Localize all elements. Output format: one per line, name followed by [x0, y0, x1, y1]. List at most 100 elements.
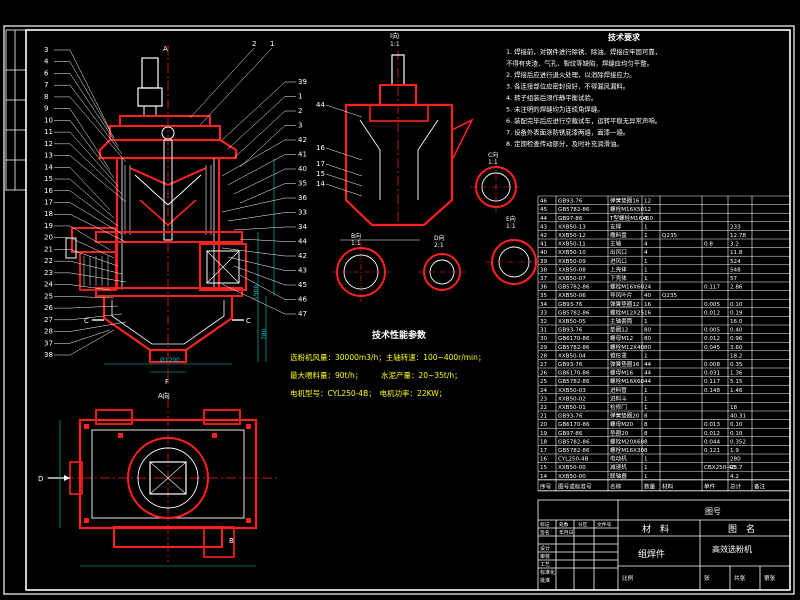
table-cell: 42	[540, 233, 547, 239]
balloon-number: 44	[298, 238, 307, 246]
table-cell: XXB50-05	[558, 319, 586, 325]
table-cell: 0.005	[704, 302, 720, 308]
table-cell: 5.15	[730, 379, 743, 385]
view-d-marker: D	[38, 475, 43, 483]
table-cell: 28	[540, 353, 548, 359]
tech-requirement-line: 7. 设备外表面涂防锈底漆两遍，面漆一遍。	[506, 128, 629, 137]
table-cell: 41	[540, 242, 548, 248]
table-cell: XXB50-12	[558, 233, 586, 239]
performance-row-3: 电机型号：CYL250-4B； 电机功率：22KW；	[290, 388, 446, 398]
table-cell: GB93-76	[558, 199, 583, 205]
table-cell: Q235	[662, 293, 678, 299]
tech-requirement-line: 不得有夹渣、气孔、裂纹等缺陷，焊缝应均匀平整。	[506, 59, 653, 68]
table-cell: 弹簧垫圈20	[610, 412, 640, 420]
balloon-number: 36	[298, 194, 307, 202]
main-section-view: 1500 780 Ø1200	[65, 45, 275, 385]
table-cell: 1	[644, 388, 648, 394]
balloon-number: 19	[44, 222, 53, 230]
table-cell: 30	[540, 336, 548, 342]
table-cell: 8	[644, 422, 648, 428]
table-cell: 24	[540, 388, 548, 394]
drawing-no-label: 图号	[705, 507, 721, 516]
table-cell: GB6170-86	[558, 336, 590, 342]
table-cell: 24	[644, 285, 652, 291]
table-cell: XXB50-11	[558, 242, 586, 248]
view-d-title: D向	[434, 234, 445, 242]
table-cell: 螺栓M16X60	[610, 283, 645, 291]
table-cell: 23.7	[730, 465, 743, 471]
balloon-number: 14	[316, 180, 325, 188]
balloon-number: 43	[298, 267, 307, 275]
title-bottom-label: 第张	[764, 574, 776, 582]
table-cell: CBX250-4B	[704, 465, 736, 471]
table-cell: 18	[540, 439, 548, 445]
table-cell: 支撑	[610, 222, 622, 230]
table-cell: 1	[644, 267, 648, 273]
table-cell: 16.0	[730, 319, 743, 325]
balloon-number: 9	[44, 105, 48, 113]
table-cell: 22	[540, 405, 547, 411]
balloon-number: 16	[44, 187, 53, 195]
balloon-number: 20	[44, 234, 53, 242]
table-cell: 33	[540, 310, 548, 316]
table-cell: 16	[644, 310, 652, 316]
table-cell: 进料管	[610, 386, 627, 394]
balloon-number: 37	[44, 339, 53, 347]
material-label: 材 料	[642, 523, 669, 535]
tech-requirement-line: 8. 定期检查传动部分，及时补充润滑油。	[506, 139, 623, 148]
table-header-cell: 材料	[662, 482, 674, 490]
title-bottom-label: 比例	[622, 574, 634, 582]
balloon-number: 44	[316, 101, 325, 109]
section-c-left-label: C	[84, 317, 89, 325]
balloon-number: 22	[44, 257, 53, 265]
table-cell: GB5782-86	[558, 379, 590, 385]
view-b-marker: B	[229, 537, 234, 545]
table-cell: 32	[540, 319, 547, 325]
table-cell: 电动机	[610, 455, 627, 463]
balloon-number: 38	[44, 351, 53, 359]
table-cell: 18	[730, 405, 738, 411]
table-cell: T型螺栓M16X50	[609, 214, 654, 222]
table-cell: XXB50-03	[558, 388, 586, 394]
table-cell: 8	[644, 431, 648, 437]
table-cell: 46	[540, 199, 548, 205]
table-cell: 1	[644, 259, 648, 265]
balloon-number: 8	[44, 93, 48, 101]
table-cell: 280	[730, 457, 741, 463]
table-cell: XXB50-08	[558, 267, 586, 273]
table-cell: GB6170-86	[558, 422, 590, 428]
table-cell: 0.012	[704, 336, 720, 342]
table-cell: 16	[644, 302, 652, 308]
table-cell: 0.121	[704, 448, 720, 454]
table-cell: 0.008	[704, 362, 720, 368]
balloon-number: 46	[298, 296, 307, 304]
table-header-cell: 单件	[704, 482, 716, 490]
table-header-cell: 图号或标准号	[558, 482, 592, 490]
table-header-cell: 总计	[730, 482, 742, 490]
title-block-labels: 标记处数分区文件号签名年月日设计审核工艺标准化批准比例张共张第张	[540, 521, 776, 584]
table-cell: 检修门	[610, 403, 627, 411]
table-cell: 0.352	[730, 439, 746, 445]
balloon-number: 45	[298, 281, 307, 289]
table-cell: 17	[540, 448, 548, 454]
name-label: 图 名	[728, 523, 755, 535]
table-cell: 撒料盘	[610, 231, 627, 239]
table-cell: 11.8	[730, 250, 743, 256]
table-cell: 44	[644, 362, 652, 368]
balloon-number: 12	[44, 140, 53, 148]
table-cell: 25	[540, 379, 548, 385]
table-cell: 0.8	[704, 242, 713, 248]
tech-requirement-line: 4. 转子组装后须作静平衡试验。	[506, 93, 597, 102]
title-bottom-label: 共张	[734, 574, 746, 582]
section-f-bottom-label: F	[165, 378, 169, 386]
table-cell: 44	[644, 371, 652, 377]
view-c-scale: 1:1	[488, 159, 498, 166]
view-d-scale: 2:1	[434, 242, 444, 249]
table-cell: 15	[540, 465, 548, 471]
detail-view-e	[486, 239, 542, 285]
table-cell: 80	[644, 328, 652, 334]
title-block	[537, 499, 791, 591]
